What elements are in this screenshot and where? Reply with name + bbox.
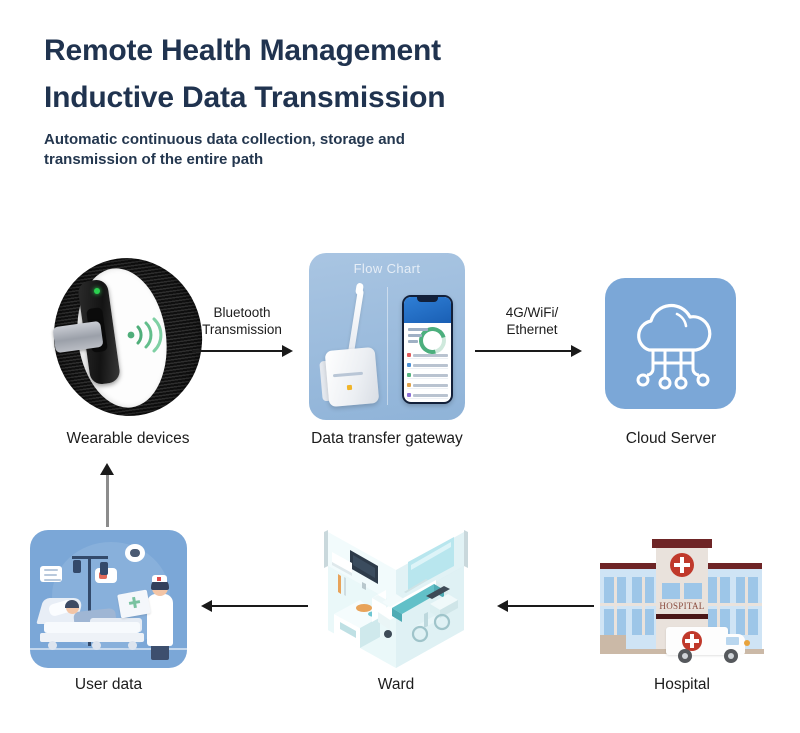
iv-stand-pole xyxy=(88,556,91,646)
hospital-window-transom xyxy=(600,603,658,606)
bed-wheel xyxy=(92,641,101,650)
cloud-network-icon xyxy=(619,294,723,399)
hospital-tower-window xyxy=(684,583,702,599)
label-wearable-devices: Wearable devices xyxy=(66,430,190,447)
userdata-floor-line xyxy=(30,648,187,650)
ambulance-warning-light xyxy=(744,640,750,646)
arrow-label-bluetooth: Bluetooth Transmission xyxy=(188,305,296,339)
bed-wheel xyxy=(48,641,57,650)
node-user-data xyxy=(30,530,187,668)
arrow-head-ward-to-userdata xyxy=(201,600,212,612)
isometric-ward-room-icon xyxy=(324,530,468,668)
label-hospital: Hospital xyxy=(654,676,710,693)
arrow-head-wearable-to-gateway xyxy=(282,345,293,357)
phone-summary-lines xyxy=(408,328,428,346)
arrow-hospital-to-ward xyxy=(508,605,594,607)
gateway-phone-mockup xyxy=(402,295,453,404)
hospital-window-mullion xyxy=(642,577,645,635)
node-hospital: HOSPITAL xyxy=(594,535,770,669)
arrow-wearable-to-gateway xyxy=(192,350,284,352)
hospital-bed-mattress xyxy=(44,622,140,633)
wireless-signal-icon xyxy=(122,314,168,356)
hospital-left-annex xyxy=(600,635,626,653)
hospital-cross-horizontal xyxy=(674,563,690,567)
wristband-led-indicator xyxy=(94,288,100,294)
iv-bag xyxy=(100,562,108,575)
arrow-label-network-line1: 4G/WiFi/ xyxy=(505,305,559,320)
label-data-transfer-gateway: Data transfer gateway xyxy=(311,430,463,447)
node-wearable-devices xyxy=(43,248,213,426)
label-user-data: User data xyxy=(74,676,143,693)
hospital-window-transom xyxy=(704,603,762,606)
gateway-divider xyxy=(387,287,388,405)
ambulance-cross-horizontal xyxy=(685,639,699,643)
label-cloud-server: Cloud Server xyxy=(625,430,717,447)
node-ward xyxy=(316,522,476,674)
hospital-roof-left xyxy=(600,563,658,573)
page-title-line1: Remote Health Management xyxy=(44,34,441,67)
bed-wheel xyxy=(128,641,137,650)
phone-metric-row xyxy=(407,382,448,389)
phone-metric-row xyxy=(407,362,448,369)
phone-metric-rows xyxy=(404,352,451,402)
arrow-label-network: 4G/WiFi/ Ethernet xyxy=(478,305,586,339)
userdata-speech-bubble xyxy=(40,566,62,582)
hospital-window-mullion xyxy=(614,577,617,635)
patient-hair xyxy=(65,600,79,608)
arrow-label-bluetooth-line2: Transmission xyxy=(202,321,282,337)
node-cloud-server xyxy=(605,278,736,409)
gateway-status-dot xyxy=(346,384,353,391)
nurse-cap-cross-icon xyxy=(157,577,161,581)
gateway-watermark-text: Flow Chart xyxy=(353,261,421,276)
arrow-gateway-to-cloud xyxy=(475,350,573,352)
hospital-sign-text: HOSPITAL xyxy=(659,601,705,611)
arrow-ward-to-userdata xyxy=(212,605,308,607)
phone-metric-row xyxy=(407,352,448,359)
hospital-bed-frame xyxy=(40,633,144,642)
hospital-window-mullion xyxy=(717,577,720,635)
arrow-label-bluetooth-line1: Bluetooth xyxy=(213,305,271,320)
arrow-head-userdata-to-wearable xyxy=(100,463,114,475)
ambulance-wheel xyxy=(724,649,738,663)
hospital-window-mullion xyxy=(745,577,748,635)
hospital-sign-bar xyxy=(656,614,708,619)
phone-notch xyxy=(417,297,438,302)
label-ward: Ward xyxy=(377,676,415,693)
phone-metric-row xyxy=(407,392,448,399)
nurse-coat xyxy=(147,594,173,646)
arrow-head-gateway-to-cloud xyxy=(571,345,582,357)
arrow-label-network-line2: Ethernet xyxy=(506,321,558,337)
userdata-icon-bubble-chart xyxy=(125,544,145,562)
iv-bag xyxy=(73,560,81,573)
gateway-antenna xyxy=(348,288,364,354)
phone-screen xyxy=(404,297,451,402)
page-header: Remote Health Management Inductive Data … xyxy=(44,34,744,171)
page-subtitle: Automatic continuous data collection, st… xyxy=(44,131,405,169)
page-title-line2: Inductive Data Transmission xyxy=(44,81,446,114)
ambulance-windshield xyxy=(726,637,739,645)
arrow-userdata-to-wearable xyxy=(106,475,109,527)
arrow-head-hospital-to-ward xyxy=(497,600,508,612)
hospital-roof-right xyxy=(704,563,762,573)
node-data-transfer-gateway: Flow Chart xyxy=(309,253,465,420)
ambulance-wheel xyxy=(678,649,692,663)
hospital-tower-roof xyxy=(652,539,712,548)
nurse-legs xyxy=(151,644,169,660)
hospital-tower-window xyxy=(662,583,680,599)
phone-metric-row xyxy=(407,372,448,379)
